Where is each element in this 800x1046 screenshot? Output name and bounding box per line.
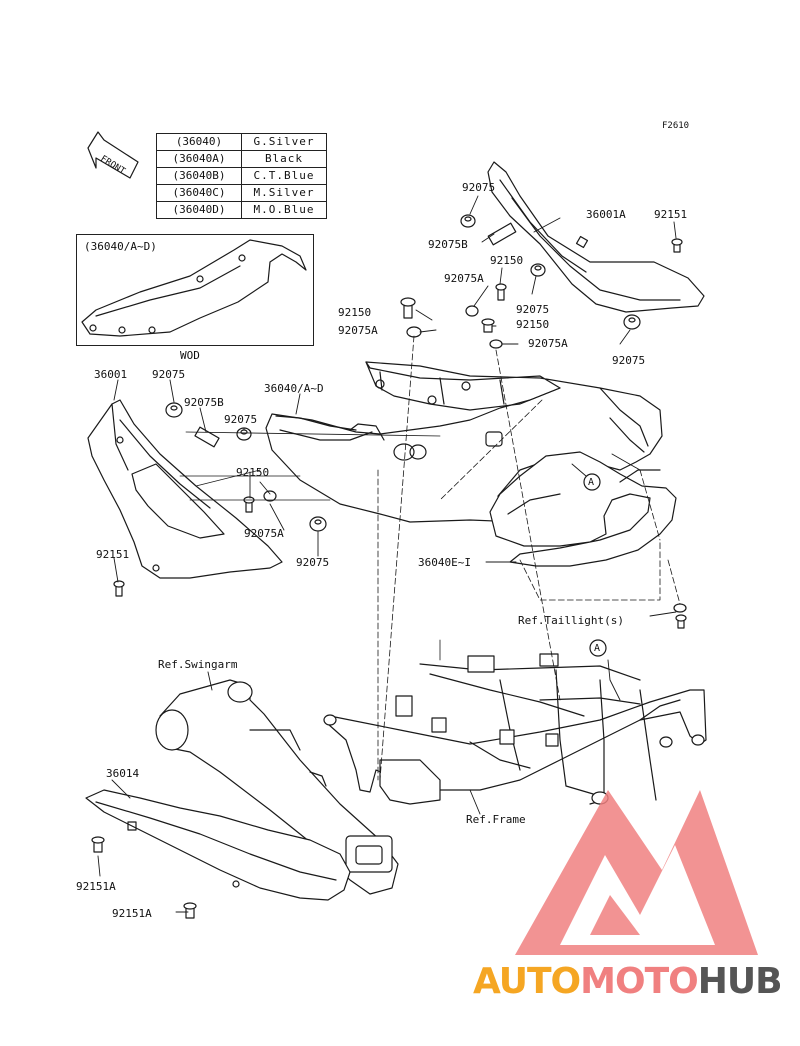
part-label-36040E-I: 36040E~I [418,556,471,569]
part-label-36014: 36014 [106,767,140,780]
part-label-36001: 36001 [94,368,128,381]
color-name-cell: G.Silver [241,133,327,151]
part-label-36040-a-d: 36040/A~D [264,382,324,395]
swingarm-drawing [155,679,399,895]
color-name-cell: Black [241,150,327,168]
ref-swingarm-label: Ref.Swingarm [158,658,238,671]
part-label-92075A: 92075A [444,272,484,285]
part-label-92150: 92150 [338,306,372,319]
color-name-cell: M.O.Blue [241,201,327,219]
part-label-92150: 92150 [516,318,550,331]
part-label-92075B: 92075B [184,396,224,409]
part-label-92075: 92075 [152,368,186,381]
color-table-row: (36040C) M.Silver [156,184,327,202]
color-table-row: (36040D) M.O.Blue [156,201,327,219]
part-label-92151A: 92151A [76,880,116,893]
taillight-bolt-drawing [673,603,687,629]
color-name-cell: M.Silver [241,184,327,202]
part-label-92151: 92151 [96,548,130,561]
figure-code: F2610 [662,121,690,131]
front-arrow: FRONT [87,131,139,179]
tail-lower-36040EI-drawing [489,451,677,567]
part-label-92151A: 92151A [112,907,152,920]
alignment-lines [377,335,681,781]
grommet-parts-upper [400,214,683,349]
color-table-row: (36040) G.Silver [156,133,327,151]
callout-circle-a-lower [589,639,607,657]
part-label-36001A: 36001A [586,208,626,221]
inset-box [76,234,314,346]
watermark-wordmark: AUTOMOTOHUB [473,961,783,1002]
ref-taillight-label: Ref.Taillight(s) [518,614,624,627]
part-label-92075: 92075 [612,354,646,367]
color-code-cell: (36040C) [156,184,242,202]
part-label-92075: 92075 [516,303,550,316]
color-table-row: (36040B) C.T.Blue [156,167,327,185]
callout-a-lower: A [594,643,601,654]
part-label-92075A: 92075A [244,527,284,540]
cover-36001-drawing [87,399,283,579]
watermark-triangle-logo [515,790,758,955]
part-label-92075A: 92075A [528,337,568,350]
callout-a-upper: A [588,477,595,488]
color-code-cell: (36040A) [156,150,242,168]
part-label-92151: 92151 [654,208,688,221]
inset-side-cover-drawing [81,239,307,337]
watermark-part-moto: MOTO [580,961,699,1002]
chain-guard-36014-drawing [85,789,351,919]
inset-caption: WOD [180,349,200,362]
frame-drawing [323,653,707,805]
callout-circle-a-upper [583,473,601,491]
color-code-cell: (36040D) [156,201,242,219]
part-label-92075: 92075 [224,413,258,426]
cover-36001A-drawing [487,161,705,313]
color-code-cell: (36040B) [156,167,242,185]
solid-guide-lines [179,431,441,661]
watermark-part-hub: HUB [697,961,783,1002]
leader-lines [97,195,677,913]
part-label-92075: 92075 [462,181,496,194]
color-name-cell: C.T.Blue [241,167,327,185]
ref-frame-label: Ref.Frame [466,813,526,826]
part-label-92150: 92150 [490,254,524,267]
watermark-part-auto: AUTO [473,961,581,1002]
color-code-cell: (36040) [156,133,242,151]
part-label-92150: 92150 [236,466,270,479]
part-label-92075: 92075 [296,556,330,569]
part-label-92075A: 92075A [338,324,378,337]
inset-label: (36040/A~D) [84,240,157,253]
color-variant-table: (36040) G.Silver (36040A) Black (36040B)… [156,133,327,219]
color-table-row: (36040A) Black [156,150,327,168]
part-label-92075B: 92075B [428,238,468,251]
